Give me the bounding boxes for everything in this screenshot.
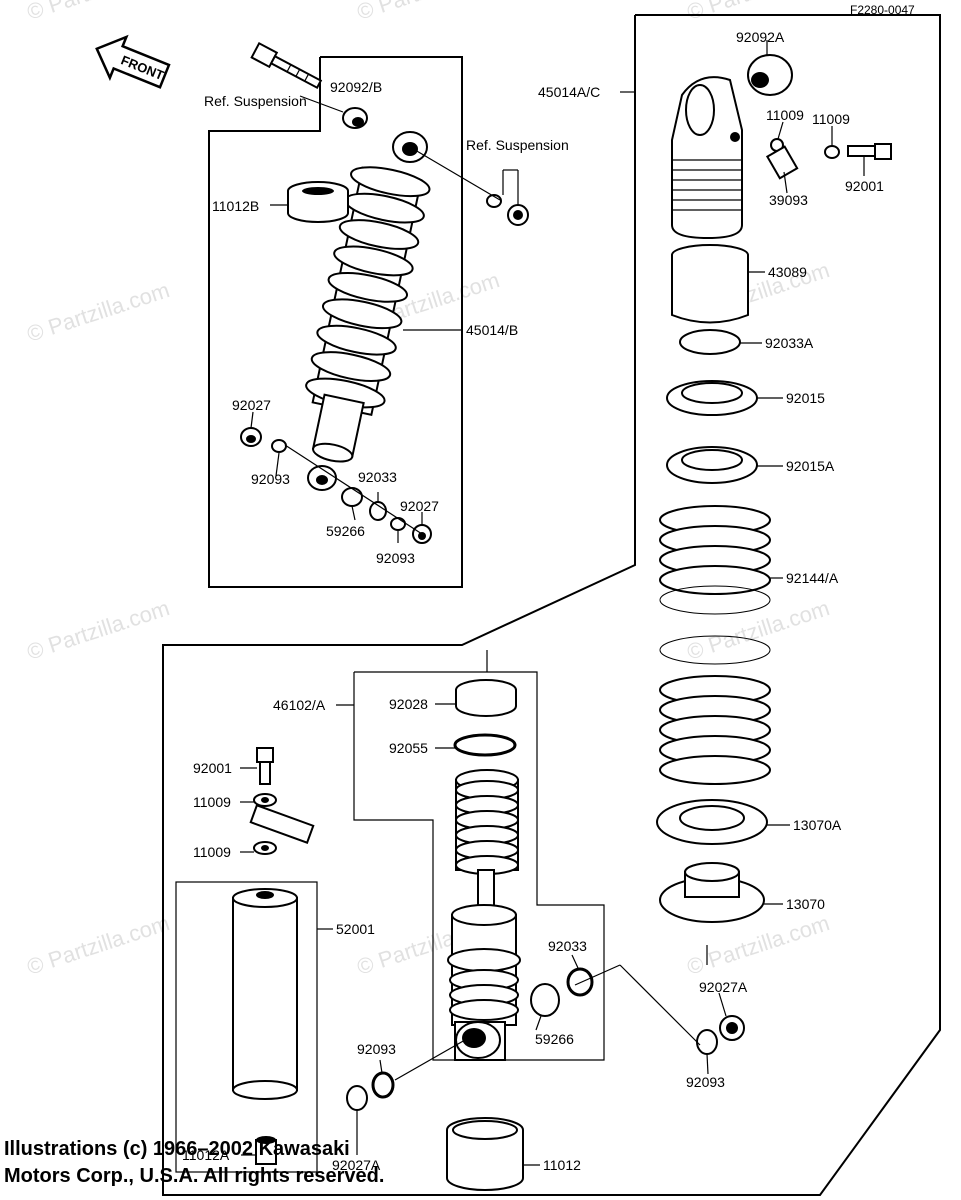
label-92144A: 92144/A	[786, 570, 839, 586]
label-92055: 92055	[389, 740, 428, 756]
label-ref-suspension: Ref. Suspension	[466, 137, 569, 153]
box-45014AC	[162, 14, 941, 1196]
label-92033: 92033	[548, 938, 587, 954]
label-92027: 92027	[232, 397, 271, 413]
label-59266: 59266	[535, 1031, 574, 1047]
label-11012B: 11012B	[212, 198, 259, 214]
label-92015: 92015	[786, 390, 825, 406]
watermark-text: © Partzilla.com	[684, 0, 833, 25]
label-45014AC: 45014A/C	[538, 84, 600, 100]
label-92001: 92001	[845, 178, 884, 194]
copyright-line-1: Illustrations (c) 1966–2002 Kawasaki	[4, 1138, 350, 1160]
box-46102A	[353, 671, 605, 1061]
label-11009: 11009	[193, 844, 231, 860]
shock-absorber-45014B	[240, 41, 529, 544]
label-13070: 13070	[786, 896, 825, 912]
label-92015A: 92015A	[786, 458, 835, 474]
label-92033A: 92033A	[765, 335, 814, 351]
label-92093: 92093	[251, 471, 290, 487]
label-11009: 11009	[766, 107, 804, 123]
damper-46102A	[346, 679, 594, 1191]
label-ref-suspension: Ref. Suspension	[204, 93, 307, 109]
diagram-code: F2280-0047	[850, 3, 915, 17]
label-92093: 92093	[376, 550, 415, 566]
part-labels: Ref. Suspension 92092/B Ref. Suspension …	[182, 29, 884, 1173]
label-39093: 39093	[769, 192, 808, 208]
label-11012: 11012	[543, 1157, 581, 1173]
watermark-text: © Partzilla.com	[354, 0, 503, 25]
label-92093: 92093	[357, 1041, 396, 1057]
watermark-text: © Partzilla.com	[684, 595, 833, 665]
label-92092B: 92092/B	[330, 79, 382, 95]
box-45014B	[208, 56, 463, 588]
watermark-text: © Partzilla.com	[24, 277, 173, 347]
label-11009: 11009	[812, 111, 850, 127]
label-46102A: 46102/A	[273, 697, 326, 713]
watermark-text: © Partzilla.com	[24, 595, 173, 665]
label-92092A: 92092A	[736, 29, 785, 45]
label-43089: 43089	[768, 264, 807, 280]
label-13070A: 13070A	[793, 817, 842, 833]
label-92027A: 92027A	[699, 979, 748, 995]
leader-lines	[240, 40, 865, 1166]
watermark-text: © Partzilla.com	[24, 0, 173, 25]
label-11012A: 11012A	[182, 1147, 230, 1163]
label-52001: 52001	[336, 921, 375, 937]
label-45014B: 45014/B	[466, 322, 518, 338]
label-92093: 92093	[686, 1074, 725, 1090]
label-92028: 92028	[389, 696, 428, 712]
shock-absorber-45014AC	[574, 54, 892, 1055]
front-arrow: FRONT	[95, 34, 171, 89]
label-92027: 92027	[400, 498, 439, 514]
label-92027A: 92027A	[332, 1157, 381, 1173]
label-92033: 92033	[358, 469, 397, 485]
label-92001: 92001	[193, 760, 232, 776]
copyright-notice: Illustrations (c) 1966–2002 Kawasaki Mot…	[4, 1136, 524, 1190]
label-59266: 59266	[326, 523, 365, 539]
copyright-line-2: Motors Corp., U.S.A. All rights reserved…	[4, 1165, 385, 1187]
reservoir-52001	[232, 747, 315, 1165]
box-52001	[175, 881, 318, 1173]
watermark-text: © Partzilla.com	[24, 910, 173, 980]
label-11009: 11009	[193, 794, 231, 810]
